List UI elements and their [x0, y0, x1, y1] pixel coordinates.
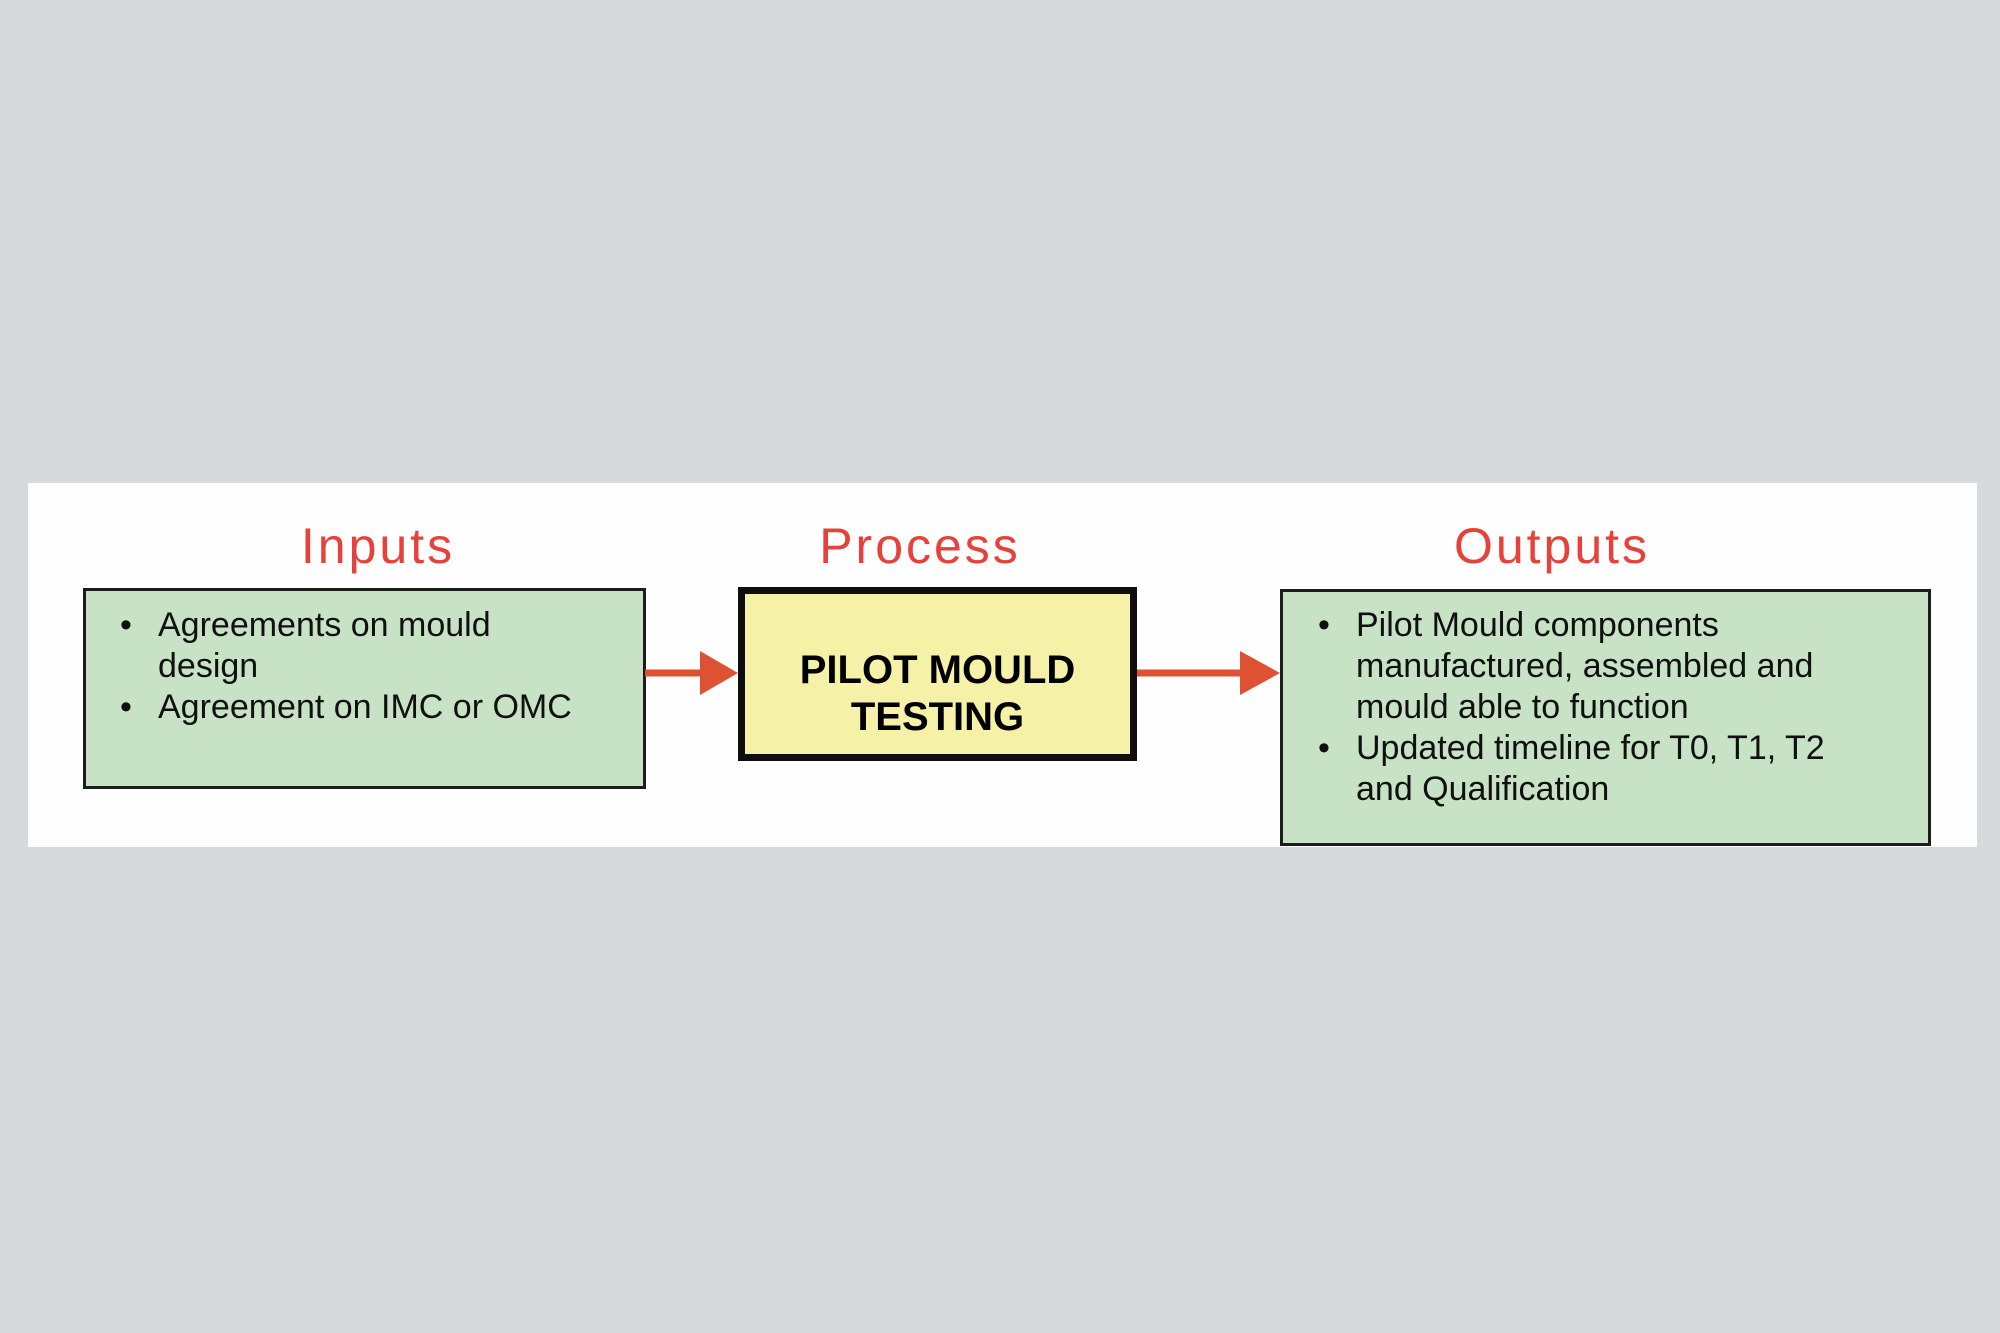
inputs-list: • Agreements on mould design • Agreement… [120, 605, 643, 728]
list-item: • Agreement on IMC or OMC [120, 687, 643, 728]
output-item-text: Pilot Mould components manufactured, ass… [1356, 606, 1814, 726]
process-heading: Process [819, 518, 1021, 574]
list-item: • Pilot Mould components manufactured, a… [1318, 605, 1928, 728]
list-item: • Agreements on mould design [120, 605, 643, 687]
arrow-inputs-to-process-icon [645, 651, 738, 695]
inputs-heading: Inputs [300, 518, 456, 574]
bullet-dot-icon: • [120, 688, 132, 726]
bullet-dot-icon: • [1318, 729, 1330, 767]
process-box: PILOT MOULD TESTING [738, 587, 1137, 761]
input-item-text: Agreement on IMC or OMC [158, 688, 572, 726]
bullet-dot-icon: • [1318, 606, 1330, 644]
arrow-process-to-outputs-icon [1137, 651, 1280, 695]
inputs-box: • Agreements on mould design • Agreement… [83, 588, 646, 789]
list-item: • Updated timeline for T0, T1, T2 and Qu… [1318, 728, 1928, 810]
outputs-heading: Outputs [1453, 518, 1651, 574]
output-item-text: Updated timeline for T0, T1, T2 and Qual… [1356, 729, 1825, 808]
outputs-list: • Pilot Mould components manufactured, a… [1318, 605, 1928, 810]
process-label-line: PILOT MOULD [799, 648, 1076, 692]
input-item-text: Agreements on mould design [158, 606, 491, 685]
process-label-line: TESTING [850, 695, 1025, 739]
outputs-box: • Pilot Mould components manufactured, a… [1280, 589, 1931, 846]
bullet-dot-icon: • [120, 606, 132, 644]
